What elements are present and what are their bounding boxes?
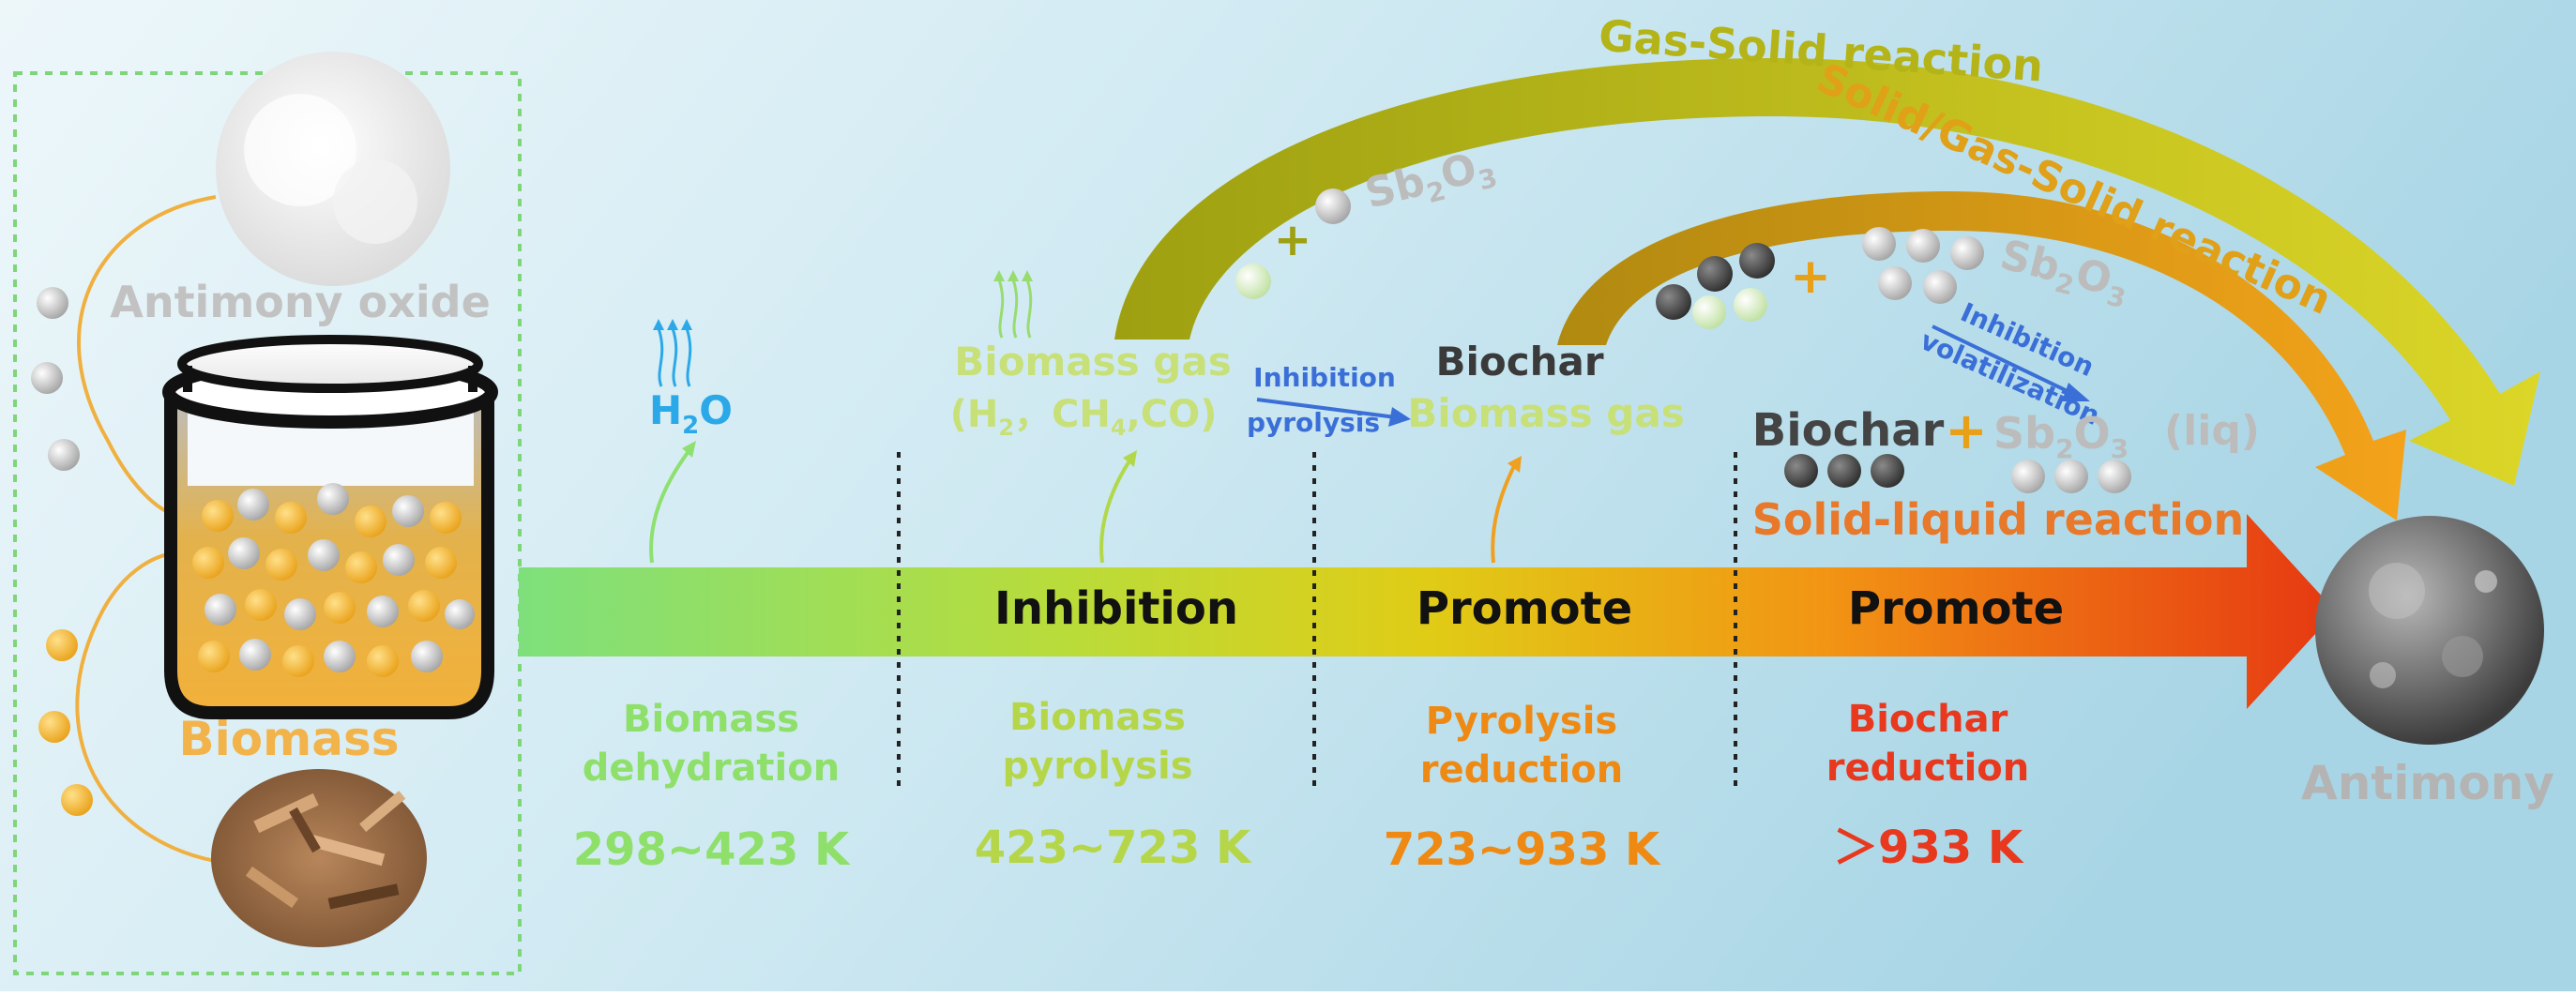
gas-release-arrowhead: [1123, 450, 1137, 467]
biomass-gas-composition: (H2，CH4,CO): [950, 393, 1218, 441]
feed-particles: [31, 287, 93, 816]
gas-release-curve: [1099, 458, 1132, 564]
inhibition-volatilization-arrowhead: [2062, 383, 2090, 401]
stage-3: Pyrolysis reduction 723~933 K: [1384, 700, 1661, 876]
antimony-label: Antimony: [2301, 756, 2554, 810]
stage-3-temperature: 723~933 K: [1384, 823, 1661, 876]
sb2o3-particle: [1315, 189, 1351, 224]
stage-4-name-line2: reduction: [1826, 747, 2029, 790]
water-release-arrowhead: [682, 441, 696, 458]
stage-1-temperature: 298~423 K: [573, 823, 851, 876]
inhibition-pyrolysis-arrowhead: [1388, 407, 1411, 427]
biomass-gas-product-label: Biomass gas: [1407, 390, 1684, 436]
inhibition-pyrolysis-line1: Inhibition: [1253, 362, 1396, 393]
gas-particle: [1235, 264, 1271, 299]
biochar-label: Biochar: [1435, 339, 1603, 385]
antimony-oxide-label: Antimony oxide: [110, 277, 491, 327]
oxide-feed-curve: [77, 195, 217, 516]
liquid-biochar-label: Biochar: [1752, 404, 1945, 457]
char-gas-release-arrowhead: [1508, 456, 1522, 473]
solid-liquid-plus: +: [1945, 401, 1987, 460]
stage-2: Biomass pyrolysis 423~723 K: [975, 696, 1252, 874]
stage-dividers: [897, 452, 1737, 788]
char-gas-release-curve: [1491, 463, 1517, 564]
solid-liquid-reaction-label: Solid-liquid reaction: [1752, 494, 2245, 545]
stage-4-temperature: ＞933 K: [1833, 822, 2024, 874]
biochar-gas-particles: [1656, 243, 1775, 329]
solid-gas-solid-reaction-arc: [1557, 191, 2406, 521]
inhibition-pyrolysis-arrow: [1256, 398, 1397, 419]
stage-1-name-line1: Biomass: [623, 698, 799, 741]
biomass-gas-label: Biomass gas: [954, 339, 1231, 385]
biomass-wood-chips-icon: [211, 769, 427, 947]
sb2o3-gas-particles: [1862, 227, 1984, 304]
gas-vapor-icon: [993, 270, 1033, 339]
water-release-curve: [649, 448, 691, 564]
stage-2-name-line2: pyrolysis: [1002, 745, 1192, 788]
inhibition-volatilization-arrow: [1932, 324, 2074, 396]
stage-3-name-line2: reduction: [1420, 748, 1623, 792]
biomass-label: Biomass: [179, 712, 400, 766]
inhibition-pyrolysis-line2: pyrolysis: [1247, 407, 1380, 438]
antimony-product-icon: [2315, 516, 2544, 745]
arrow-label-inhibition: Inhibition: [994, 582, 1238, 635]
antimony-oxide-powder-icon: [216, 52, 450, 286]
liquid-state-label: (liq): [2164, 407, 2260, 455]
arrow-label-promote-1: Promote: [1417, 582, 1632, 635]
gas-arc-plus: +: [1274, 214, 1311, 266]
arrow-label-promote-2: Promote: [1848, 582, 2064, 635]
stage-2-name-line1: Biomass: [1009, 696, 1186, 739]
water-label: H2O: [649, 387, 733, 440]
biomass-feed-curve: [75, 551, 226, 865]
stage-4: Biochar reduction ＞933 K: [1826, 698, 2029, 874]
stage-1: Biomass dehydration 298~423 K: [573, 698, 851, 876]
reactor-icon: [162, 335, 498, 719]
process-arrow: [519, 514, 2336, 709]
gas-solid-reaction-arc: [1114, 58, 2540, 486]
feedstock-frame: [13, 71, 522, 975]
stage-4-name-line1: Biochar: [1848, 698, 2008, 741]
stage-3-name-line1: Pyrolysis: [1426, 700, 1617, 743]
stage-2-temperature: 423~723 K: [975, 822, 1252, 874]
liquid-sb2o3: Sb2O3: [1993, 408, 2129, 464]
solid-gas-plus: +: [1790, 249, 1831, 305]
water-vapor-icon: [653, 319, 692, 387]
liquid-reaction-particles: [1784, 454, 2131, 493]
stage-1-name-line2: dehydration: [583, 747, 840, 790]
reactor-particles: [192, 483, 475, 677]
